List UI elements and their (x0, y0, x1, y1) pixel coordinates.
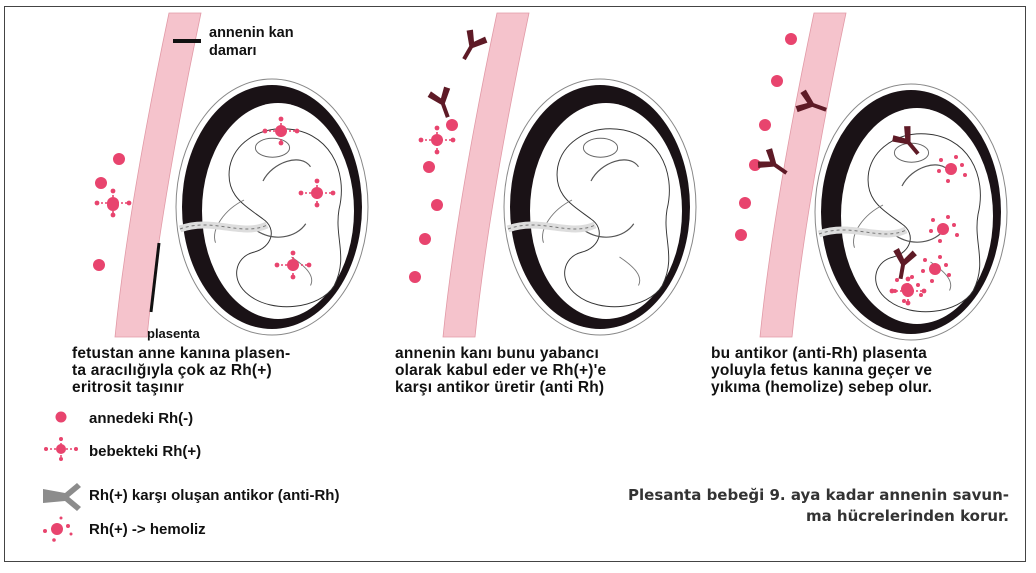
rh-negative-cell (113, 153, 125, 165)
legend-text-antibody: Rh(+) karşı oluşan antikor (anti-Rh) (89, 487, 339, 504)
panel-1 (93, 13, 368, 337)
maternal-rh-negative-cell-icon (56, 412, 67, 423)
note-line2: ma hücrelerinden korur. (806, 507, 1009, 525)
caption-3-line3: yıkıma (hemolize) sebep olur. (711, 379, 932, 396)
antibody-icon (43, 483, 81, 511)
rh-negative-cell (431, 199, 443, 211)
legend-text-maternal-rh-negative: annedeki Rh(-) (89, 410, 193, 427)
legend-text-hemolysis: Rh(+) -> hemoliz (89, 521, 206, 538)
diagram-artwork (5, 7, 1027, 563)
caption-2-line3: karşı antikor üretir (anti Rh) (395, 379, 604, 396)
rh-negative-cell (785, 33, 797, 45)
diagram-frame: annenin kan damarı plasenta fetustan ann… (4, 6, 1026, 562)
note-line1: Plesanta bebeği 9. aya kadar annenin sav… (628, 486, 1009, 504)
legend-icons (35, 407, 95, 557)
vessel-label-pointer (173, 39, 201, 43)
antibody (454, 27, 490, 65)
rh-negative-cell (771, 75, 783, 87)
vessel-label-line1: annenin kan (209, 25, 294, 42)
fetal-rh-positive-cell-icon (44, 437, 78, 461)
caption-1-line1: fetustan anne kanına plasen- (72, 345, 290, 362)
rh-positive-cell (95, 189, 132, 218)
rh-negative-cell (446, 119, 458, 131)
rh-negative-cell (95, 177, 107, 189)
rh-negative-cell (423, 161, 435, 173)
panel-2 (409, 13, 696, 337)
panel-3 (735, 13, 1007, 340)
legend-text-fetal-rh-positive: bebekteki Rh(+) (89, 443, 201, 460)
rh-negative-cell (409, 271, 421, 283)
rh-negative-cell (759, 119, 771, 131)
rh-negative-cell (419, 233, 431, 245)
antibody (426, 85, 459, 121)
caption-1-line2: ta aracılığıyla çok az Rh(+) (72, 362, 272, 379)
placenta-label: plasenta (147, 325, 200, 342)
caption-1-line3: eritrosit taşınır (72, 379, 184, 396)
hemolysis-icon (43, 517, 73, 542)
caption-3-line1: bu antikor (anti-Rh) plasenta (711, 345, 927, 362)
caption-3-line2: yoluyla fetus kanına geçer ve (711, 362, 932, 379)
caption-2-line2: olarak kabul eder ve Rh(+)'e (395, 362, 606, 379)
rh-negative-cell (93, 259, 105, 271)
caption-2-line1: annenin kanı bunu yabancı (395, 345, 599, 362)
rh-negative-cell (739, 197, 751, 209)
rh-negative-cell (735, 229, 747, 241)
vessel-label-line2: damarı (209, 43, 257, 60)
